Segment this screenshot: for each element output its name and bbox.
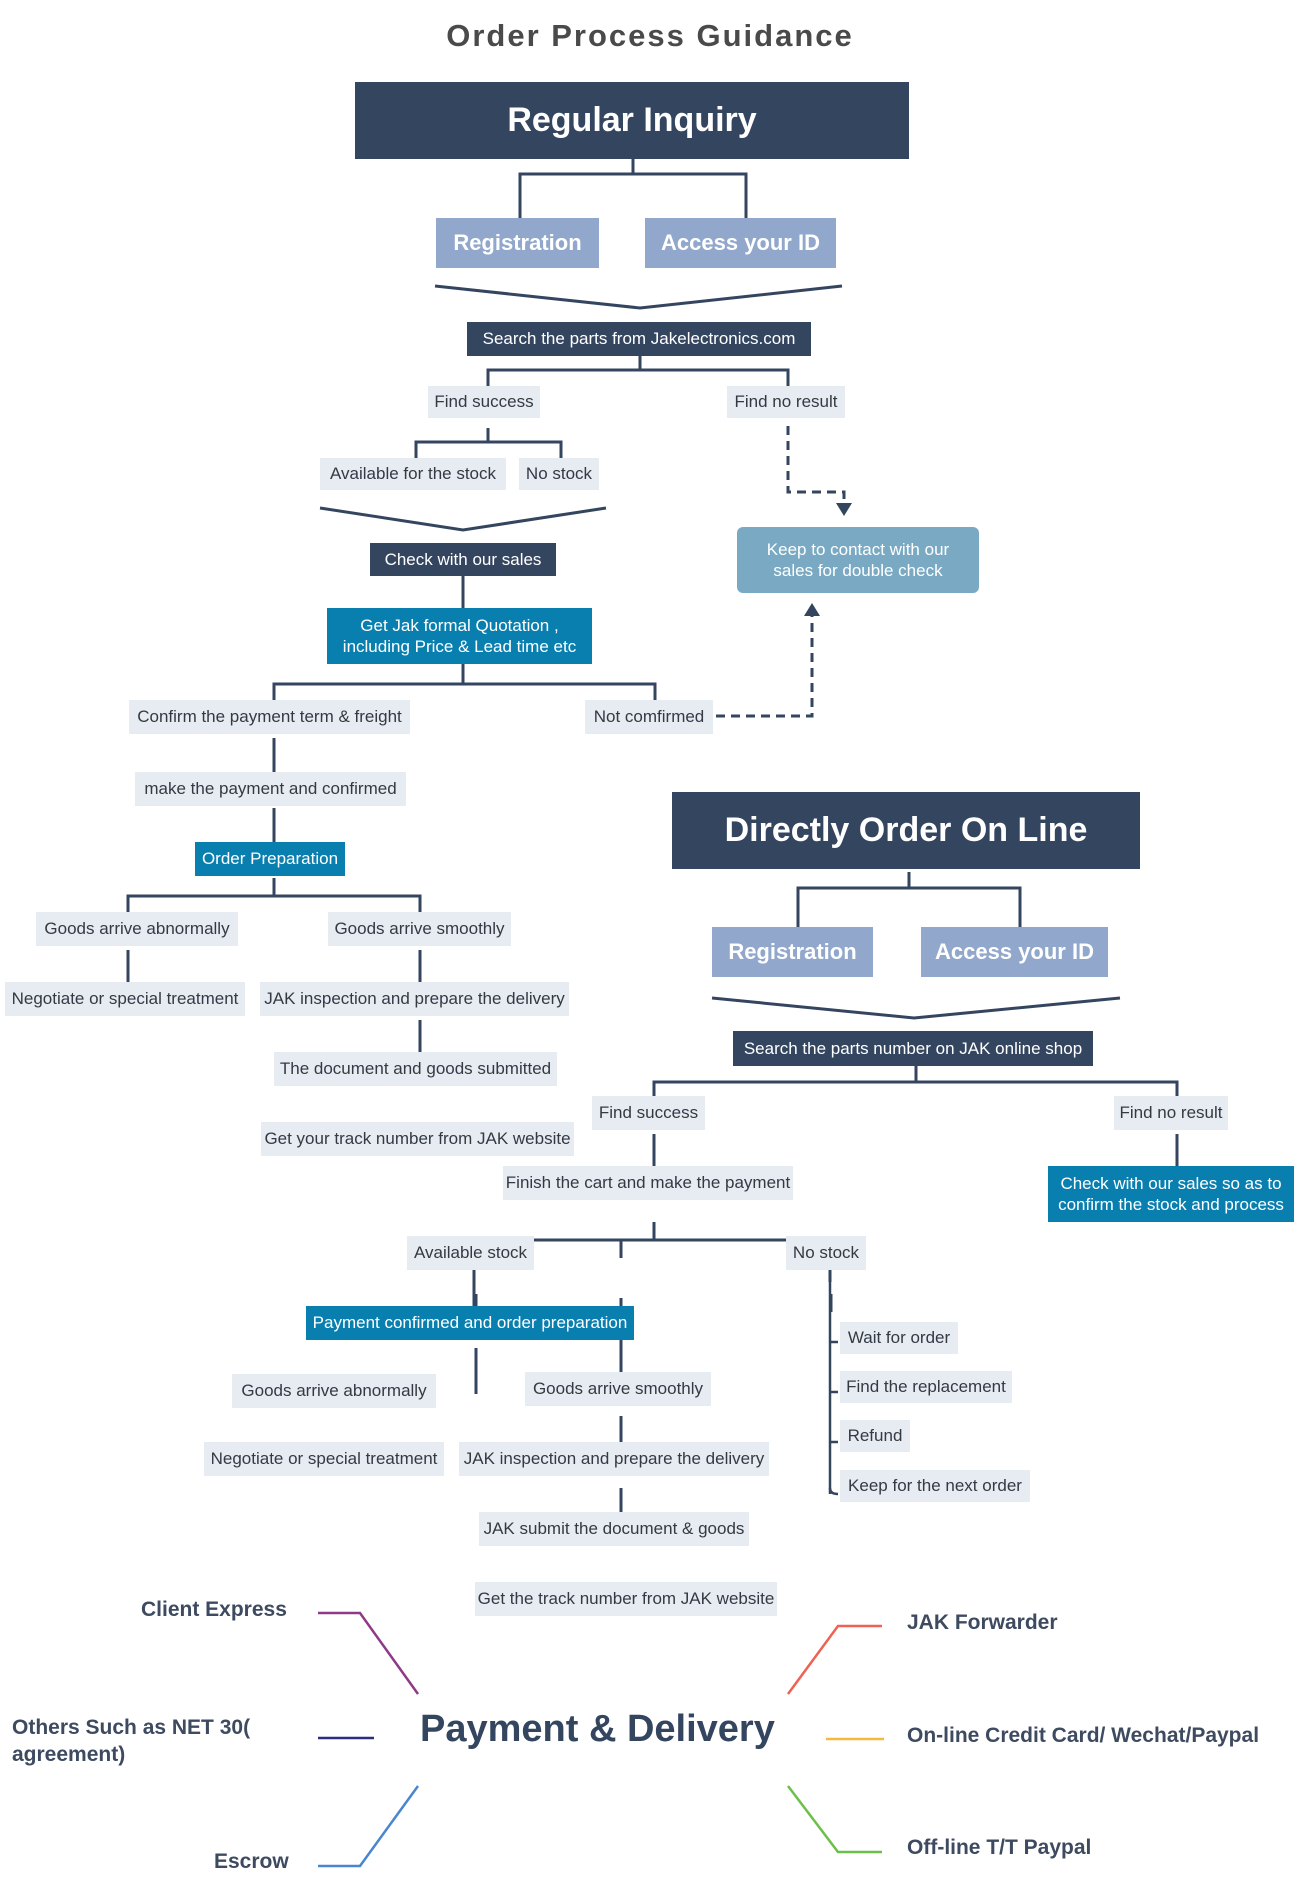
payment-option-jak-forwarder: JAK Forwarder bbox=[907, 1611, 1058, 1634]
online-negotiate: Negotiate or special treatment bbox=[204, 1442, 444, 1476]
no-stock-option: Refund bbox=[840, 1420, 910, 1452]
payment-option-client-express: Client Express bbox=[141, 1598, 287, 1621]
regular-search-box: Search the parts from Jakelectronics.com bbox=[467, 322, 811, 356]
regular-negotiate: Negotiate or special treatment bbox=[5, 982, 245, 1016]
no-stock-option: Find the replacement bbox=[840, 1371, 1012, 1403]
online-check-sales-box: Check with our sales so as to confirm th… bbox=[1048, 1166, 1294, 1222]
online-jak-inspection: JAK inspection and prepare the delivery bbox=[459, 1442, 769, 1476]
payment-option-escrow: Escrow bbox=[214, 1850, 289, 1873]
regular-find-no-result: Find no result bbox=[727, 386, 845, 418]
regular-goods-abnormal: Goods arrive abnormally bbox=[36, 912, 238, 946]
page-title: Order Process Guidance bbox=[446, 18, 854, 53]
no-stock-option: Keep for the next order bbox=[840, 1470, 1030, 1502]
regular-jak-inspection: JAK inspection and prepare the delivery bbox=[260, 982, 569, 1016]
regular-track-number: Get your track number from JAK website bbox=[261, 1122, 574, 1156]
payment-option-net30: Others Such as NET 30( agreement) bbox=[12, 1716, 251, 1767]
online-access-id-box: Access your ID bbox=[921, 927, 1108, 977]
order-preparation-box: Order Preparation bbox=[195, 842, 345, 876]
online-find-no-result: Find no result bbox=[1114, 1096, 1228, 1130]
jak-submit-document: JAK submit the document & goods bbox=[479, 1512, 749, 1546]
regular-goods-smooth: Goods arrive smoothly bbox=[328, 912, 511, 946]
online-goods-abnormal: Goods arrive abnormally bbox=[232, 1374, 436, 1408]
online-find-success: Find success bbox=[592, 1096, 705, 1130]
regular-no-stock: No stock bbox=[519, 458, 599, 490]
online-order-header: Directly Order On Line bbox=[672, 792, 1140, 869]
online-track-number: Get the track number from JAK website bbox=[475, 1582, 777, 1616]
payment-option-online-card: On-line Credit Card/ Wechat/Paypal bbox=[907, 1724, 1260, 1747]
formal-quotation-box: Get Jak formal Quotation , including Pri… bbox=[327, 608, 592, 664]
regular-access-id-box: Access your ID bbox=[645, 218, 836, 268]
payment-delivery-title: Payment & Delivery bbox=[420, 1708, 775, 1750]
payment-option-offline-tt: Off-line T/T Paypal bbox=[907, 1836, 1092, 1859]
payment-confirmed-box: Payment confirmed and order preparation bbox=[306, 1306, 634, 1340]
regular-find-success: Find success bbox=[428, 386, 540, 418]
regular-check-sales-box: Check with our sales bbox=[370, 543, 556, 576]
not-confirmed: Not comfirmed bbox=[585, 700, 713, 734]
online-registration-box: Registration bbox=[712, 927, 873, 977]
online-goods-smooth: Goods arrive smoothly bbox=[525, 1372, 711, 1406]
keep-contact-sales-box: Keep to contact with our sales for doubl… bbox=[737, 527, 979, 593]
regular-available-stock: Available for the stock bbox=[320, 458, 506, 490]
finish-cart-payment: Finish the cart and make the payment bbox=[503, 1166, 793, 1200]
document-goods-submitted: The document and goods submitted bbox=[274, 1052, 557, 1086]
online-no-stock: No stock bbox=[786, 1236, 866, 1270]
online-available-stock: Available stock bbox=[407, 1236, 534, 1270]
regular-inquiry-header: Regular Inquiry bbox=[355, 82, 909, 159]
online-search-box: Search the parts number on JAK online sh… bbox=[733, 1031, 1093, 1066]
make-payment-confirmed: make the payment and confirmed bbox=[135, 772, 406, 806]
no-stock-option: Wait for order bbox=[840, 1322, 958, 1354]
confirm-payment-term: Confirm the payment term & freight bbox=[129, 700, 410, 734]
regular-registration-box: Registration bbox=[436, 218, 599, 268]
